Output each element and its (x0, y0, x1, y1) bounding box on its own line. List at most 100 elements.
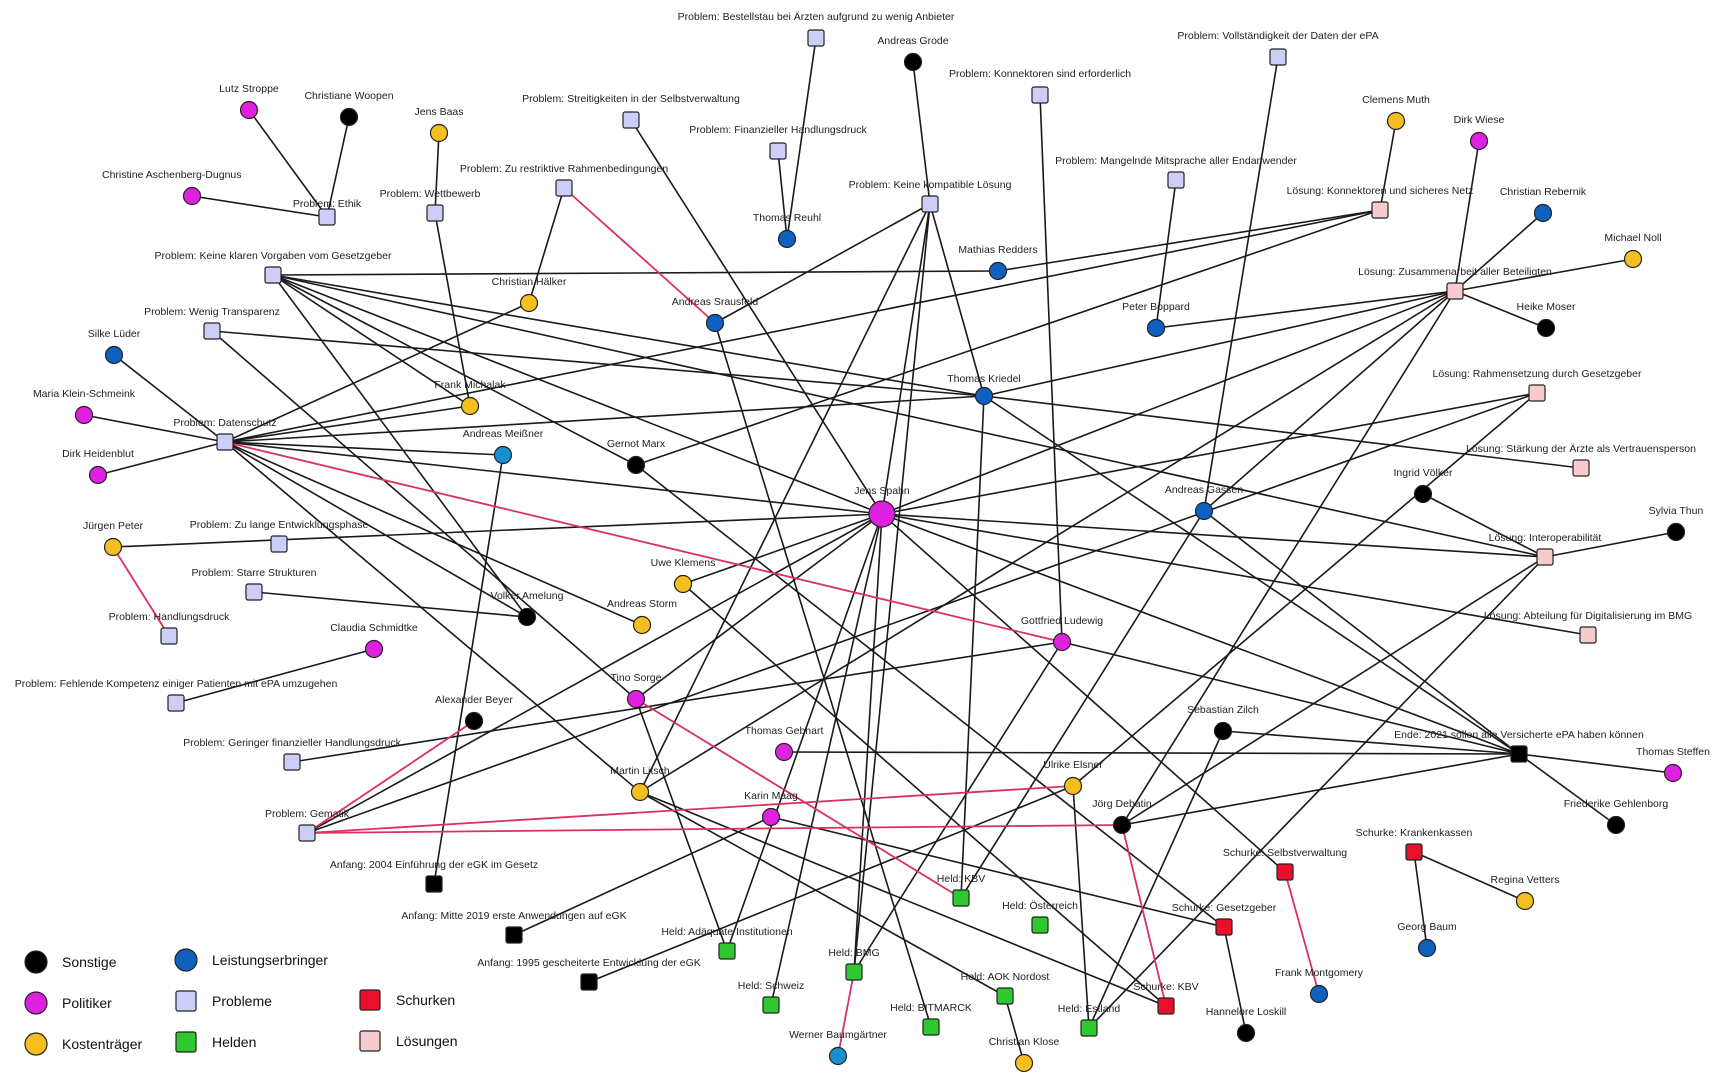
legend-label-loesungen: Lösungen (396, 1033, 458, 1049)
node-moser-circle (1536, 318, 1556, 338)
node-label-l_abteilung: Lösung: Abteilung für Digitalisierung im… (1484, 610, 1692, 622)
edge-p_finanz-reuhl (777, 150, 788, 240)
node-p_vorgaben-square (264, 266, 282, 284)
edge-kriedel-h_kbv (960, 395, 985, 899)
edge-wiese-l_zusammen (1454, 140, 1480, 292)
node-label-amelung: Volker Amelung (491, 590, 564, 602)
edge-p_vorgaben-redders (272, 270, 999, 276)
edge-stroppe-p_ethik (248, 109, 328, 218)
edge-zilch-h_estland (1088, 730, 1224, 1029)
node-l_aerzte-square (1572, 459, 1590, 477)
edge-p_datenschutz-spahn (224, 441, 883, 515)
node-maag-circle (761, 807, 781, 827)
node-gassen: Andreas Gassen (1165, 484, 1243, 521)
edge-p_kompatibel-litsch (639, 203, 931, 793)
edge-l_zusammen-litsch (639, 290, 1456, 793)
node-maag: Karin Maag (744, 790, 798, 827)
node-a_1995-square (580, 973, 598, 991)
node-michalak-circle (460, 396, 480, 416)
legend-item-kostentraeger: Kostenträger (24, 1032, 142, 1056)
edge-thun-l_interop (1544, 531, 1677, 558)
node-p_vollst-square (1269, 48, 1287, 66)
node-a_1995: Anfang: 1995 gescheiterte Entwicklung de… (477, 957, 701, 991)
node-h_oesterreich-square (1031, 916, 1049, 934)
node-a_2004-square (425, 875, 443, 893)
edge-p_bestell-reuhl (786, 37, 817, 240)
legend: SonstigePolitikerKostenträgerLeistungser… (24, 948, 458, 1056)
edge-maag-s_gesetzgeber (770, 816, 1225, 928)
node-redders-circle (988, 261, 1008, 281)
node-klose: Christian Klose (989, 1036, 1059, 1073)
node-srausfeld: Andreas Srausfeld (672, 296, 758, 333)
node-label-aschenberg: Christine Aschenberg-Dugnus (102, 169, 242, 181)
node-voelker-circle (1413, 484, 1433, 504)
edge-p_kompetenz-schmidtke (175, 648, 375, 704)
edge-spahn-h_bmg (853, 513, 883, 973)
node-rebernik: Christian Rebernik (1500, 186, 1587, 223)
edge-s_kk-vetters (1413, 851, 1526, 902)
node-label-p_streit: Problem: Streitigkeiten in der Selbstver… (522, 93, 740, 105)
edge-p_streit-spahn (630, 119, 883, 515)
node-label-debatin: Jörg Debatin (1092, 798, 1152, 810)
node-l_interop: Lösung: Interoperabilität (1489, 532, 1601, 566)
node-p_streit-square (622, 111, 640, 129)
node-storm-circle (632, 615, 652, 635)
legend-item-schurken: Schurken (359, 989, 455, 1011)
node-p_starr-square (245, 583, 263, 601)
edge-p_datenschutz-litsch (224, 441, 641, 793)
edge-gassen-ende (1203, 510, 1520, 755)
node-thun: Sylvia Thun (1649, 505, 1703, 542)
edge-klein-p_datenschutz (83, 414, 226, 443)
node-p_restriktiv: Problem: Zu restriktive Rahmenbedingunge… (460, 163, 668, 197)
node-label-a_1995: Anfang: 1995 gescheiterte Entwicklung de… (477, 957, 701, 969)
node-label-p_gematik: Problem: Gematik (265, 808, 350, 820)
node-label-h_aok: Held: AOK Nordost (961, 971, 1050, 983)
node-aschenberg-circle (182, 186, 202, 206)
edge-p_datenschutz-meissner (224, 441, 504, 456)
node-label-beyer: Alexander Beyer (435, 694, 513, 706)
node-label-h_adaequat: Held: Adäquate Institutionen (661, 926, 793, 938)
node-klose-circle (1014, 1053, 1034, 1073)
edge-spahn-s_selbst (881, 513, 1286, 873)
node-meissner-circle (493, 445, 513, 465)
node-heidenblut-circle (88, 465, 108, 485)
edge-p_gfinanz-ludewig (291, 641, 1063, 763)
edge-ludewig-h_bmg (853, 641, 1063, 973)
node-stroppe-circle (239, 100, 259, 120)
node-boppard: Peter Boppard (1122, 301, 1190, 338)
node-lueder: Silke Lüder (88, 328, 141, 365)
node-label-kriedel: Thomas Kriedel (947, 373, 1021, 385)
node-p_entwicklung-square (270, 535, 288, 553)
node-label-storm: Andreas Storm (607, 598, 677, 610)
conflict-edge-debatin-s_kbv (1121, 824, 1167, 1007)
node-label-rebernik: Christian Rebernik (1500, 186, 1587, 198)
edge-spahn-klemens (682, 513, 883, 585)
edge-ende-steffen (1518, 753, 1674, 774)
node-baas: Jens Baas (414, 106, 464, 143)
node-p_finanz-square (769, 142, 787, 160)
edge-voelker-l_interop (1422, 493, 1546, 558)
legend-label-helden: Helden (212, 1034, 256, 1050)
edge-p_vorgaben-spahn (272, 274, 883, 515)
edge-ludewig-ende (1061, 641, 1520, 755)
node-h_adaequat: Held: Adäquate Institutionen (661, 926, 793, 960)
node-elsner: Ulrike Elsner (1043, 759, 1103, 796)
node-label-gassen: Andreas Gassen (1165, 484, 1243, 496)
node-moser: Heike Moser (1517, 301, 1576, 338)
node-litsch: Martin Litsch (610, 765, 670, 802)
node-label-steffen: Thomas Steffen (1636, 746, 1710, 758)
node-p_kompetenz-square (167, 694, 185, 712)
node-steffen-circle (1663, 763, 1683, 783)
node-label-p_finanz: Problem: Finanzieller Handlungsdruck (689, 124, 867, 136)
node-schmidtke: Claudia Schmidtke (330, 622, 418, 659)
node-s_gesetzgeber: Schurke: Gesetzgeber (1172, 902, 1277, 936)
legend-item-leistungserbringer: Leistungserbringer (174, 948, 328, 972)
node-label-loskill: Hannelore Loskill (1206, 1006, 1287, 1018)
node-s_gesetzgeber-square (1215, 918, 1233, 936)
node-label-baas: Jens Baas (414, 106, 463, 118)
node-label-baum: Georg Baum (1397, 921, 1457, 933)
node-l_aerzte: Lösung: Stärkung der Ärzte als Vertrauen… (1466, 443, 1696, 477)
node-gehlenborg: Friederike Gehlenborg (1564, 798, 1668, 835)
node-l_rahmen: Lösung: Rahmensetzung durch Gesetzgeber (1433, 368, 1642, 402)
